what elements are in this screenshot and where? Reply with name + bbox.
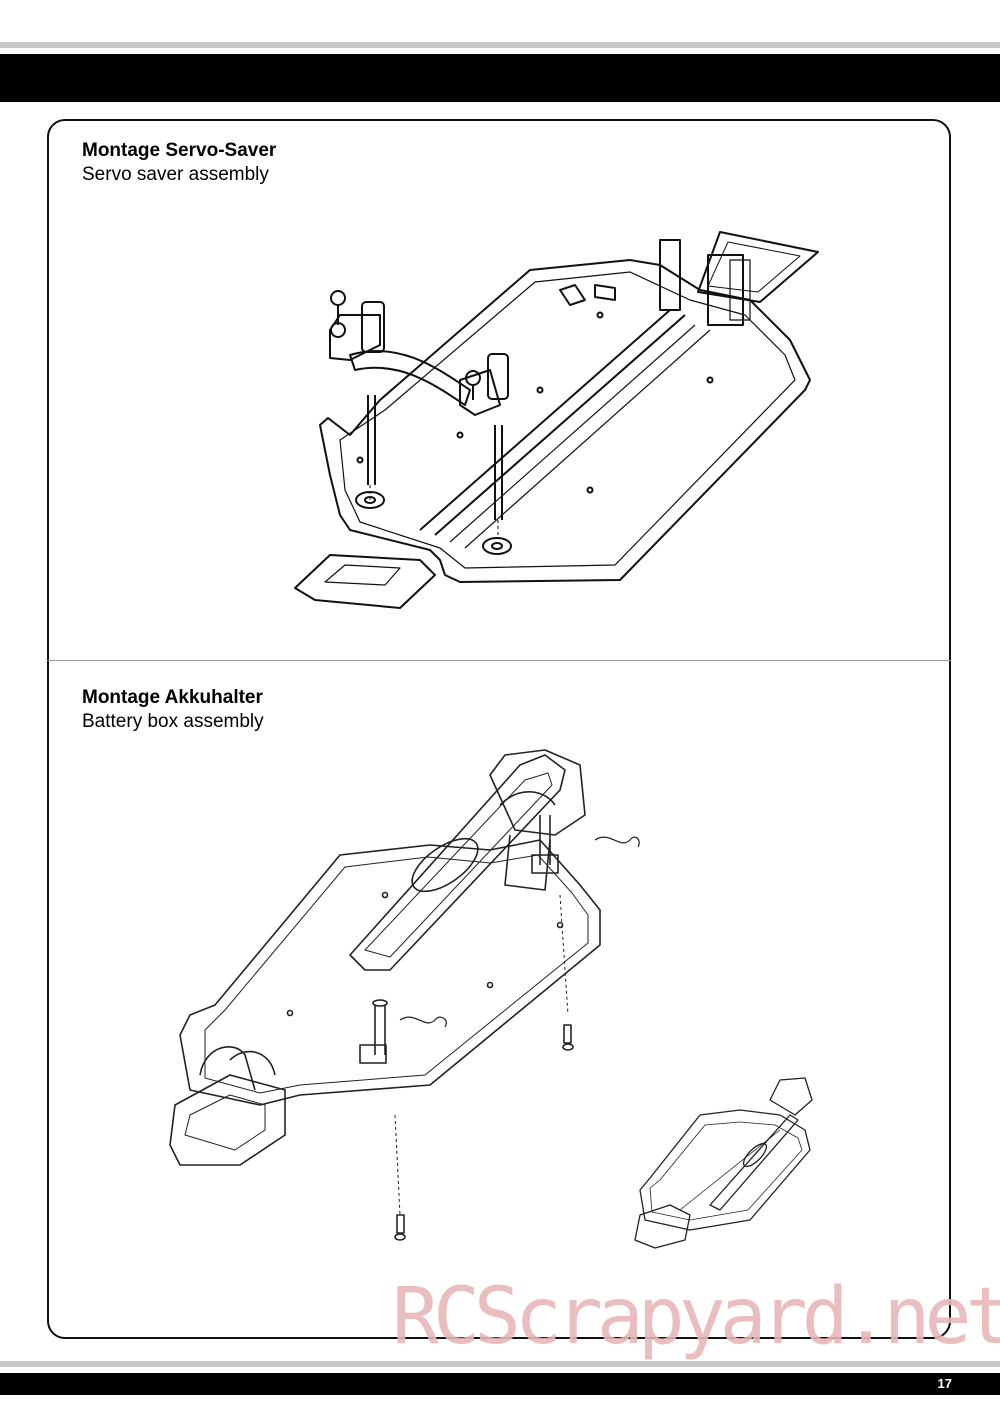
section-title-en: Servo saver assembly (82, 164, 269, 185)
footer-rule (0, 1361, 1000, 1367)
section-servo-saver-heading: Montage Servo-Saver Servo saver assembly (82, 139, 276, 187)
page-number: 17 (937, 1376, 952, 1391)
watermark: RCScrapyard.net (392, 1272, 1000, 1362)
section-divider (47, 660, 951, 661)
header-rule (0, 42, 1000, 48)
servo-saver-drawing (290, 230, 830, 610)
section-title-de: Montage Servo-Saver (82, 140, 277, 161)
section-title-de: Montage Akkuhalter (82, 687, 263, 708)
overview-thumbnail-drawing (630, 1070, 820, 1250)
section-title-en: Battery box assembly (82, 711, 264, 732)
battery-box-drawing (160, 745, 650, 1245)
header-band (0, 54, 1000, 102)
content-frame (47, 119, 951, 1339)
footer-band (0, 1373, 1000, 1395)
section-battery-box-heading: Montage Akkuhalter Battery box assembly (82, 686, 264, 734)
